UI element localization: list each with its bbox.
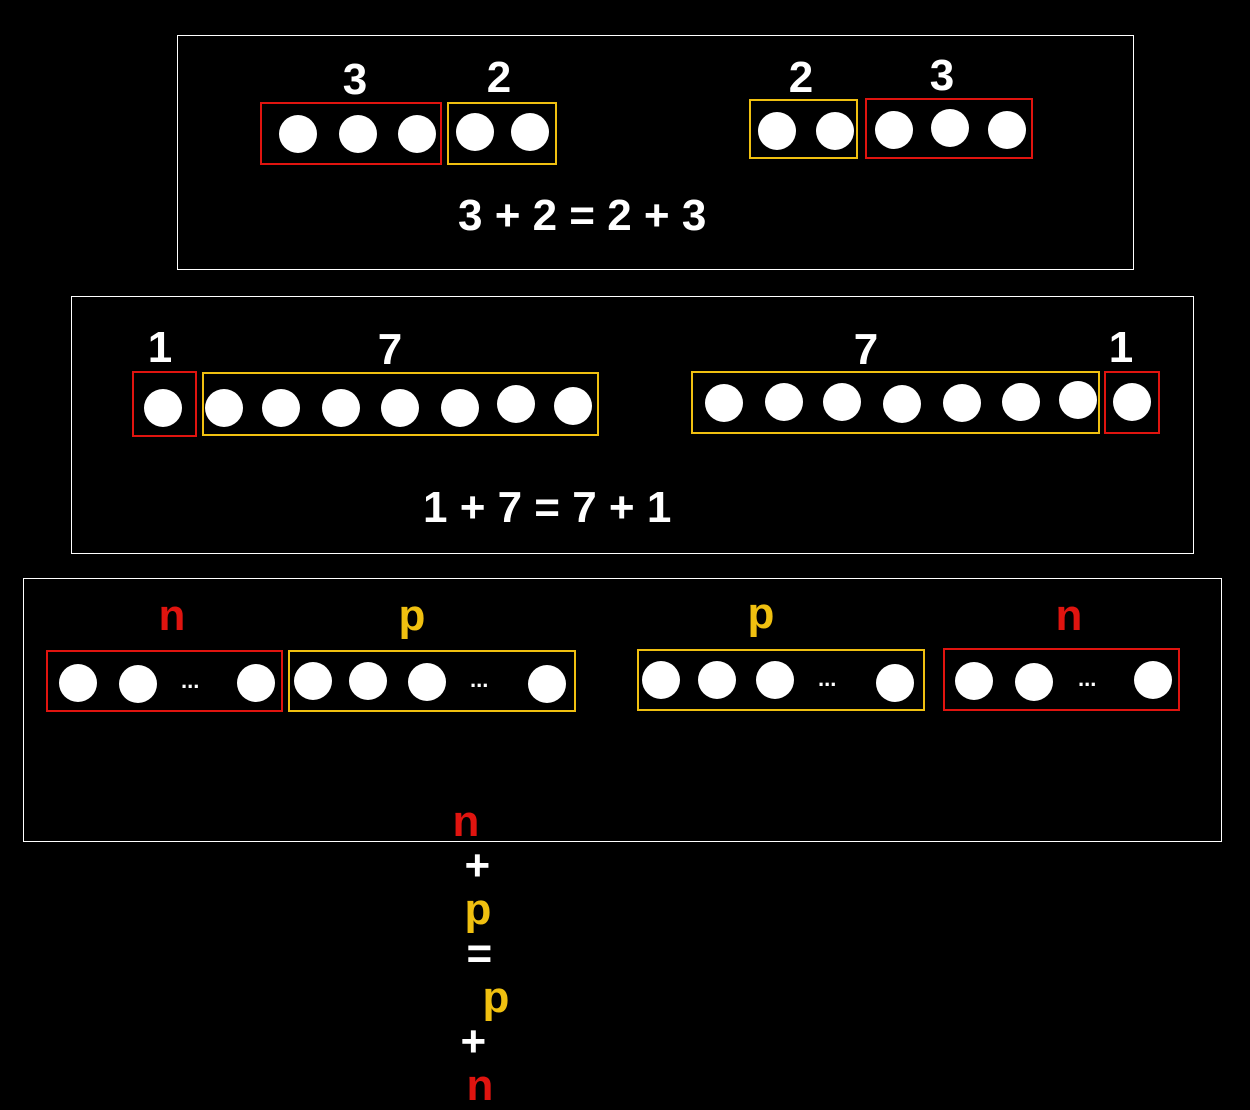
panel-1-plus-7 [71,296,1194,554]
dot [823,383,861,421]
equation-1-plus-7: 1 + 7 = 7 + 1 [423,483,672,532]
group-label-p-right: p [747,589,775,638]
eq-n: n [452,797,480,846]
panel-n-plus-p [23,578,1222,842]
dot [339,115,377,153]
group-label-7-left: 7 [377,325,403,374]
group-yellow-2-right [749,99,858,159]
group-label-p-left: p [398,591,426,640]
group-yellow-7-left [202,372,599,436]
dot [875,111,913,149]
eq-n: n [466,1061,494,1110]
group-label-n-left: n [158,591,186,640]
dot [144,389,182,427]
dot [931,109,969,147]
group-yellow-2-left [447,102,557,165]
equation-n-plus-p: n + p = p + n [428,756,509,1108]
dot [294,662,332,700]
eq-plus: + [460,1017,487,1066]
dot [1002,383,1040,421]
group-red-n-right: ... [943,648,1180,711]
dot [408,663,446,701]
dot [511,113,549,151]
group-red-1-left [132,371,197,437]
panel-3-plus-2 [177,35,1134,270]
dot [322,389,360,427]
group-label-1-left: 1 [147,323,173,372]
group-label-2-left: 2 [486,53,512,102]
dot [279,115,317,153]
equation-3-plus-2: 3 + 2 = 2 + 3 [458,191,707,240]
dot [237,664,275,702]
dot [816,112,854,150]
dot [59,664,97,702]
dot [988,111,1026,149]
dot [456,113,494,151]
group-red-3-right [865,98,1033,159]
ellipsis: ... [1078,666,1097,691]
dot [119,665,157,703]
ellipsis: ... [181,668,200,693]
dot [705,384,743,422]
group-yellow-p-right: ... [637,649,925,711]
eq-plus: + [464,841,491,890]
dot [1059,381,1097,419]
dot [698,661,736,699]
dot [554,387,592,425]
dot [1134,661,1172,699]
group-label-7-right: 7 [853,325,879,374]
group-label-1-right: 1 [1108,323,1134,372]
group-label-n-right: n [1055,591,1083,640]
dot [1015,663,1053,701]
dot [758,112,796,150]
eq-equals: = [466,929,493,978]
group-yellow-p-left: ... [288,650,576,712]
group-red-1-right [1104,371,1160,434]
dot [262,389,300,427]
dot [441,389,479,427]
group-label-3-left: 3 [342,55,368,104]
group-label-2-right: 2 [788,53,814,102]
dot [642,661,680,699]
ellipsis: ... [818,666,837,691]
group-yellow-7-right [691,371,1100,434]
group-label-3-right: 3 [929,51,955,100]
dot [883,385,921,423]
ellipsis: ... [470,667,489,692]
dot [765,383,803,421]
group-red-n-left: ... [46,650,283,712]
dot [1113,383,1151,421]
dot [756,661,794,699]
dot [349,662,387,700]
eq-p: p [482,973,510,1022]
eq-p: p [464,885,492,934]
group-red-3-left [260,102,442,165]
dot [943,384,981,422]
dot [528,665,566,703]
dot [205,389,243,427]
dot [398,115,436,153]
dot [955,662,993,700]
dot [876,664,914,702]
dot [497,385,535,423]
dot [381,389,419,427]
